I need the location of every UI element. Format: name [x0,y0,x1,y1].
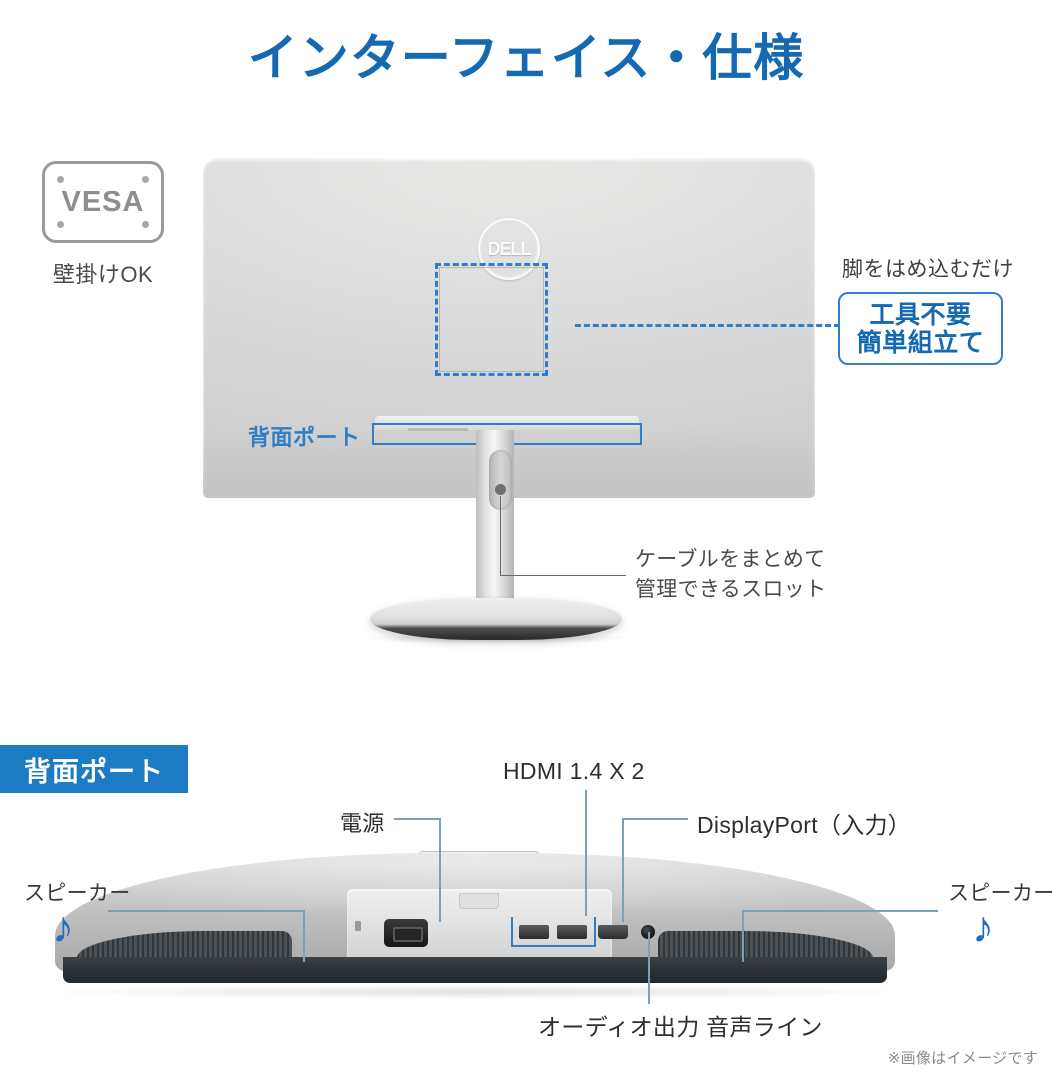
cable-management-slot [489,450,512,510]
leader-audio-vertical [648,932,650,1004]
rear-port-slit [408,428,468,431]
monitor-rear-image: DELL [203,158,815,554]
vesa-badge: VESA 壁掛けOK [42,161,164,289]
callout-dashed-connector [575,324,840,327]
leader-hdmi-vertical [585,790,587,916]
power-port [384,919,428,947]
page-title: インターフェイス・仕様 [247,30,805,86]
tool-free-subtitle: 脚をはめ込むだけ [842,258,1014,281]
cable-callout-leader-vertical [500,496,501,576]
cable-callout-leader-horizontal [500,575,626,576]
cable-slot-hole [495,484,506,495]
tool-free-callout-box: 工具不要 簡単組立て [838,292,1003,365]
leader-speaker-right-vertical [742,910,744,962]
rear-port-label: 背面ポート [248,425,361,450]
stand-base-shadow [362,632,630,644]
section-badge-label: 背面ポート [24,756,164,787]
vesa-screw-dot [142,176,149,183]
underside-front-bezel [63,957,887,983]
hdmi-port-2 [557,925,587,939]
music-note-icon-right: ♪ [972,903,994,952]
dell-logo: DELL [478,218,540,280]
vesa-caption: 壁掛けOK [52,262,154,287]
label-hdmi: HDMI 1.4 X 2 [503,758,645,784]
tool-free-line-1: 工具不要 [869,300,972,329]
hdmi-highlight-bracket [511,917,596,947]
vesa-plate-icon: VESA [42,161,164,243]
leader-power-horizontal [394,818,440,820]
vesa-screw-dot [57,176,64,183]
cable-clip [459,893,499,909]
label-power: 電源 [340,811,385,836]
disclaimer-text: ※画像はイメージです [887,1050,1038,1067]
vesa-screw-dot [142,221,149,228]
leader-speaker-left-vertical [303,910,305,962]
vesa-screw-dot [57,221,64,228]
label-speaker-left: スピーカー [24,882,131,905]
vesa-mount-highlight [435,263,548,376]
monitor-underside-image [55,845,895,990]
label-speaker-right: スピーカー [948,882,1052,905]
label-audio-out: オーディオ出力 音声ライン [538,1014,823,1040]
label-displayport: DisplayPort（入力） [697,812,912,838]
vesa-mount-plate [439,267,544,372]
leader-dp-vertical [622,818,624,922]
displayport-port [598,925,628,939]
leader-dp-horizontal [622,818,688,820]
cable-callout-line-2: 管理できるスロット [635,578,827,602]
leader-speaker-left-horizontal [108,910,304,912]
section-badge-rear-ports: 背面ポート [0,745,188,793]
security-lock-slot [355,921,361,931]
underside-shadow [40,985,910,999]
vesa-label: VESA [61,185,145,218]
leader-power-vertical [439,818,441,922]
cable-callout-line-1: ケーブルをまとめて [635,548,826,571]
stand-base [370,598,622,640]
tool-free-line-2: 簡単組立て [856,328,985,357]
hdmi-port-1 [519,925,549,939]
cable-callout-text: ケーブルをまとめて 管理できるスロット [635,545,826,606]
leader-speaker-right-horizontal [742,910,938,912]
music-note-icon-left: ♪ [52,903,74,952]
